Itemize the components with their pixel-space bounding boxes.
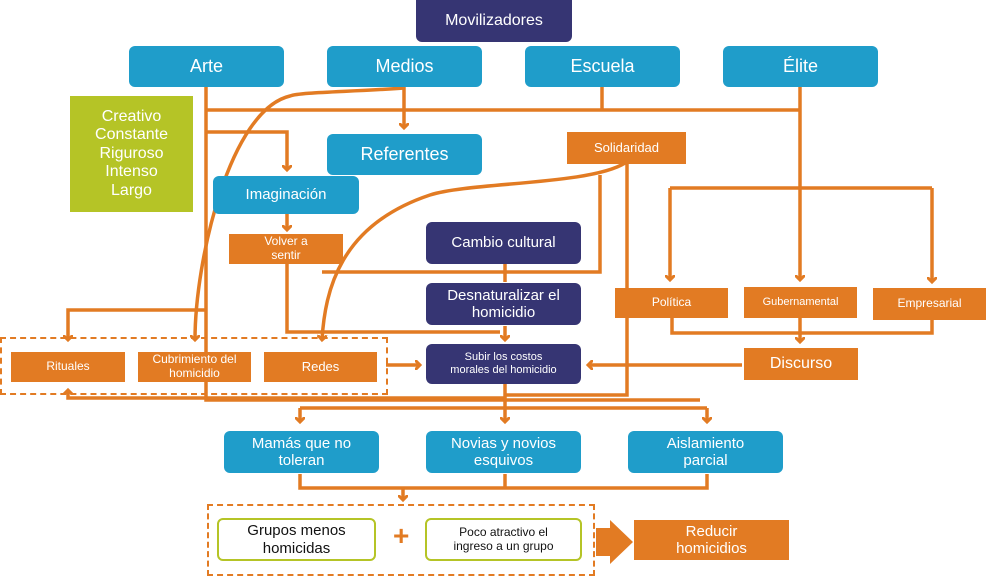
desnaturalizar-node: Desnaturalizar el homicidio	[426, 283, 581, 325]
quality-item: Largo	[111, 181, 152, 199]
cambio-cultural-node: Cambio cultural	[426, 222, 581, 264]
subir-costos-node: Subir los costos morales del homicidio	[426, 344, 581, 384]
effect-aislamiento: Aislamiento parcial	[628, 431, 783, 473]
source-escuela: Escuela	[525, 46, 680, 87]
discurso-node: Discurso	[744, 348, 858, 380]
volver-a-sentir-node: Volver a sentir	[229, 234, 343, 264]
quality-item: Intenso	[105, 163, 158, 181]
mobilizers-node: Movilizadores	[416, 0, 572, 42]
practice-redes: Redes	[264, 352, 377, 382]
effect-novios: Novias y novios esquivos	[426, 431, 581, 473]
outcome-grupos: Grupos menos homicidas	[217, 518, 376, 561]
solidaridad-node: Solidaridad	[567, 132, 686, 164]
final-reducir-homicidios: Reducir homicidios	[634, 520, 789, 560]
quality-item: Riguroso	[99, 144, 164, 162]
source-elite: Élite	[723, 46, 878, 87]
quality-item: Creativo	[101, 108, 162, 126]
outcomes-group	[207, 504, 595, 576]
referentes-node: Referentes	[327, 134, 482, 175]
elite-empresarial: Empresarial	[873, 288, 986, 320]
plus-sign: +	[393, 520, 410, 551]
practice-cubrimiento: Cubrimiento del homicidio	[138, 352, 251, 382]
connector-arte	[204, 86, 700, 402]
effect-mamas: Mamás que no toleran	[224, 431, 379, 473]
practices-group	[0, 337, 388, 395]
source-arte: Arte	[129, 46, 284, 87]
elite-politica: Política	[615, 288, 728, 318]
outcome-poco-atractivo: Poco atractivo el ingreso a un grupo	[425, 518, 582, 561]
source-medios: Medios	[327, 46, 482, 87]
practice-rituales: Rituales	[11, 352, 125, 382]
qualities-box: Creativo Constante Riguroso Intenso Larg…	[70, 96, 193, 212]
elite-gubernamental: Gubernamental	[744, 287, 857, 318]
quality-item: Constante	[95, 126, 168, 144]
imaginacion-node: Imaginación	[213, 176, 359, 214]
